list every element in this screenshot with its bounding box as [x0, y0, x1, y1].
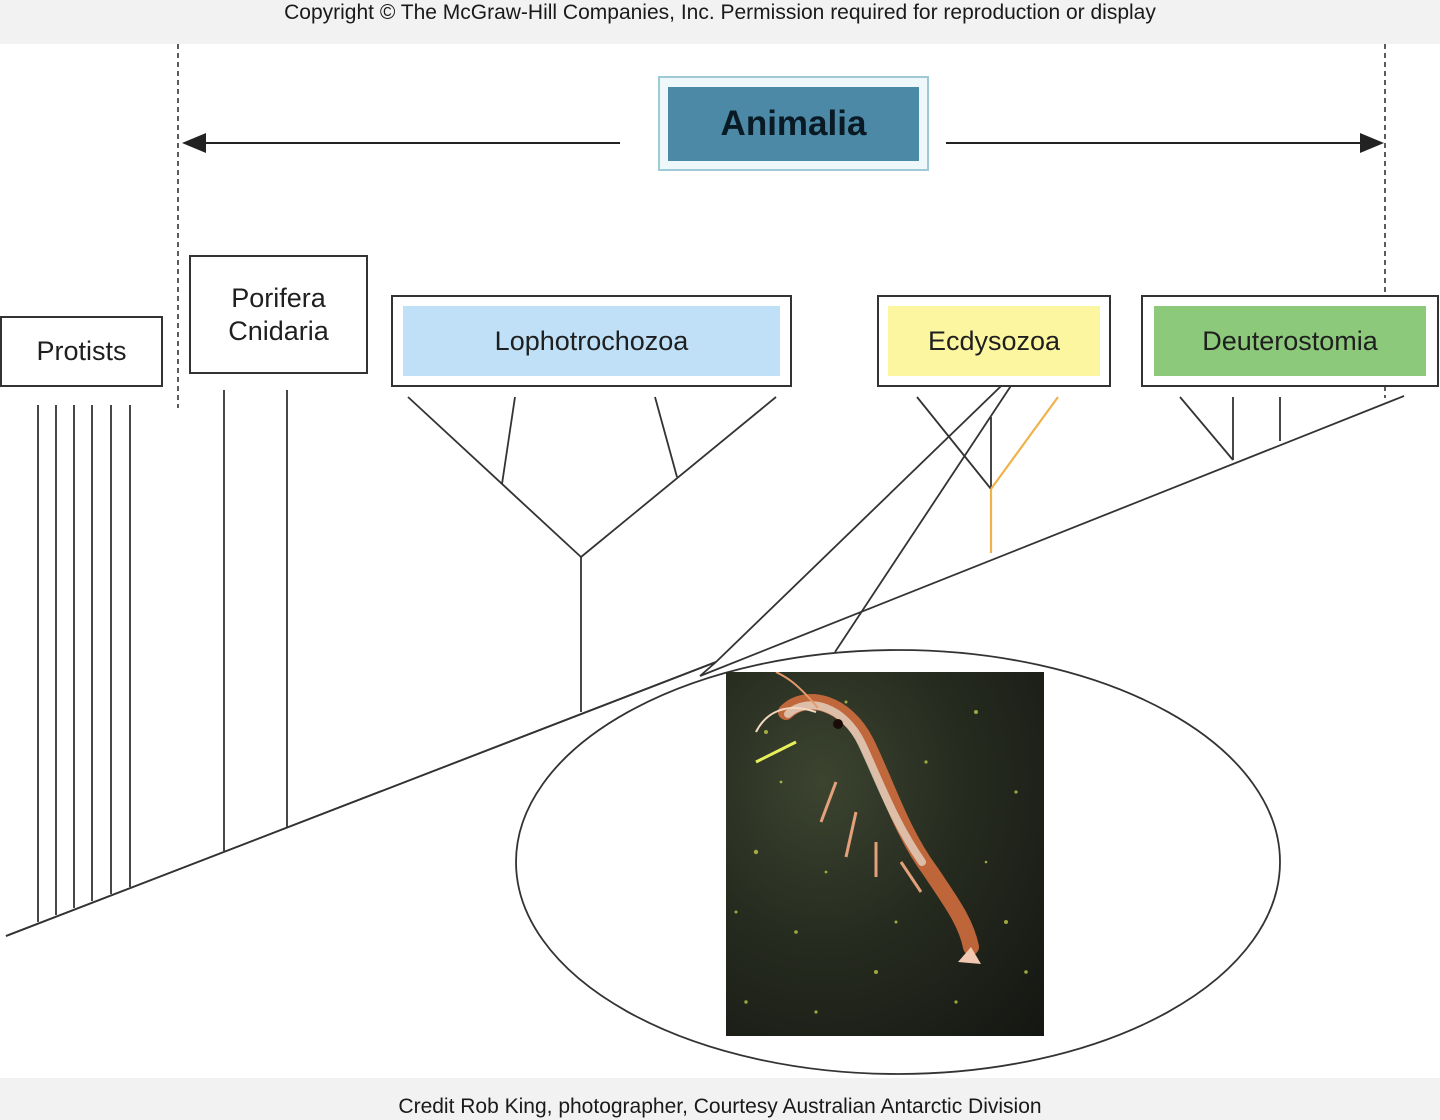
highlighted-branch	[989, 396, 1059, 553]
deuterostomia-label: Deuterostomia	[1154, 306, 1426, 376]
deuterostomia-box: Deuterostomia	[1141, 295, 1439, 387]
lophotrochozoa-label: Lophotrochozoa	[403, 306, 780, 376]
ecdysozoa-box: Ecdysozoa	[877, 295, 1111, 387]
callout-right-edge	[834, 359, 1029, 653]
lophotrochozoa-box: Lophotrochozoa	[391, 295, 792, 387]
photo-credit: Credit Rob King, photographer, Courtesy …	[398, 1095, 1042, 1118]
footer-band	[0, 1078, 1440, 1120]
ecdysozoa-label: Ecdysozoa	[888, 306, 1100, 376]
protists-label: Protists	[36, 336, 127, 366]
plankton-specks	[734, 700, 1028, 1014]
porifera-cnidaria-box: Porifera Cnidaria	[189, 255, 368, 374]
krill-body	[755, 672, 981, 964]
krill-photo	[726, 672, 1044, 1036]
tree-branches	[5, 359, 1405, 1075]
header-band	[0, 0, 1440, 44]
cnidaria-label: Cnidaria	[228, 315, 329, 346]
callout-left-edge	[715, 359, 1029, 663]
protists-box: Protists	[0, 316, 163, 387]
krill-illustration	[734, 672, 1028, 1014]
animalia-label: Animalia	[668, 87, 919, 161]
porifera-label: Porifera	[231, 282, 326, 313]
copyright-notice: Copyright © The McGraw-Hill Companies, I…	[284, 1, 1156, 24]
